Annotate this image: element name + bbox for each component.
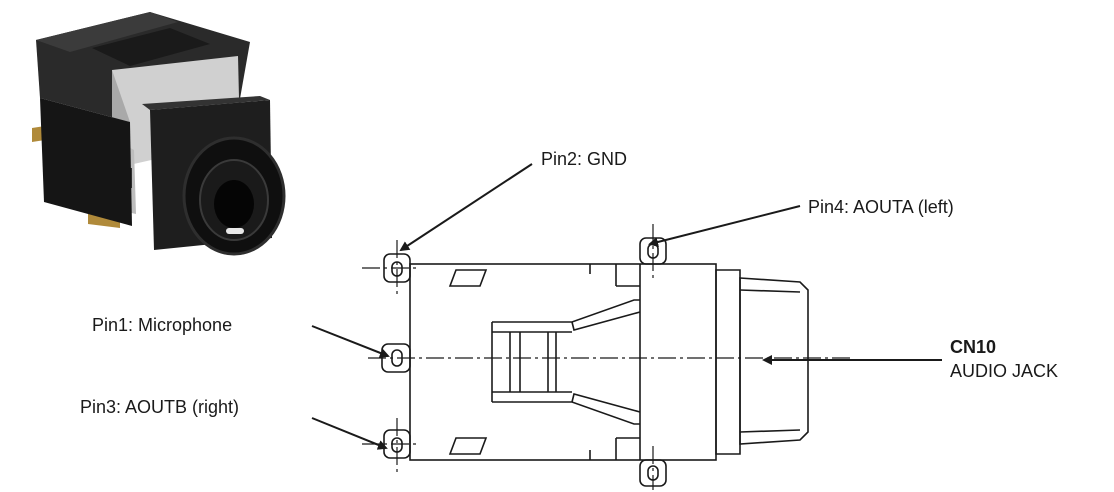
pin1-label: Pin1: Microphone <box>92 315 233 335</box>
jack-body-outline <box>409 263 717 461</box>
jack-front-flange <box>715 269 741 455</box>
socket-contact <box>226 228 244 234</box>
audio-jack-photo <box>32 12 286 256</box>
jack-barrel <box>739 277 809 445</box>
pin2-pointer <box>399 163 533 252</box>
pin1-pointer <box>311 325 390 358</box>
connector-name-label: AUDIO JACK <box>950 361 1059 381</box>
pin3-pointer <box>311 417 388 450</box>
pin4-pointer <box>648 205 801 247</box>
pin3-label: Pin3: AOUTB (right) <box>80 397 240 417</box>
connector-id-label: CN10 <box>950 337 997 357</box>
pin4-label: Pin4: AOUTA (left) <box>808 197 954 217</box>
pin2-label: Pin2: GND <box>541 149 628 169</box>
